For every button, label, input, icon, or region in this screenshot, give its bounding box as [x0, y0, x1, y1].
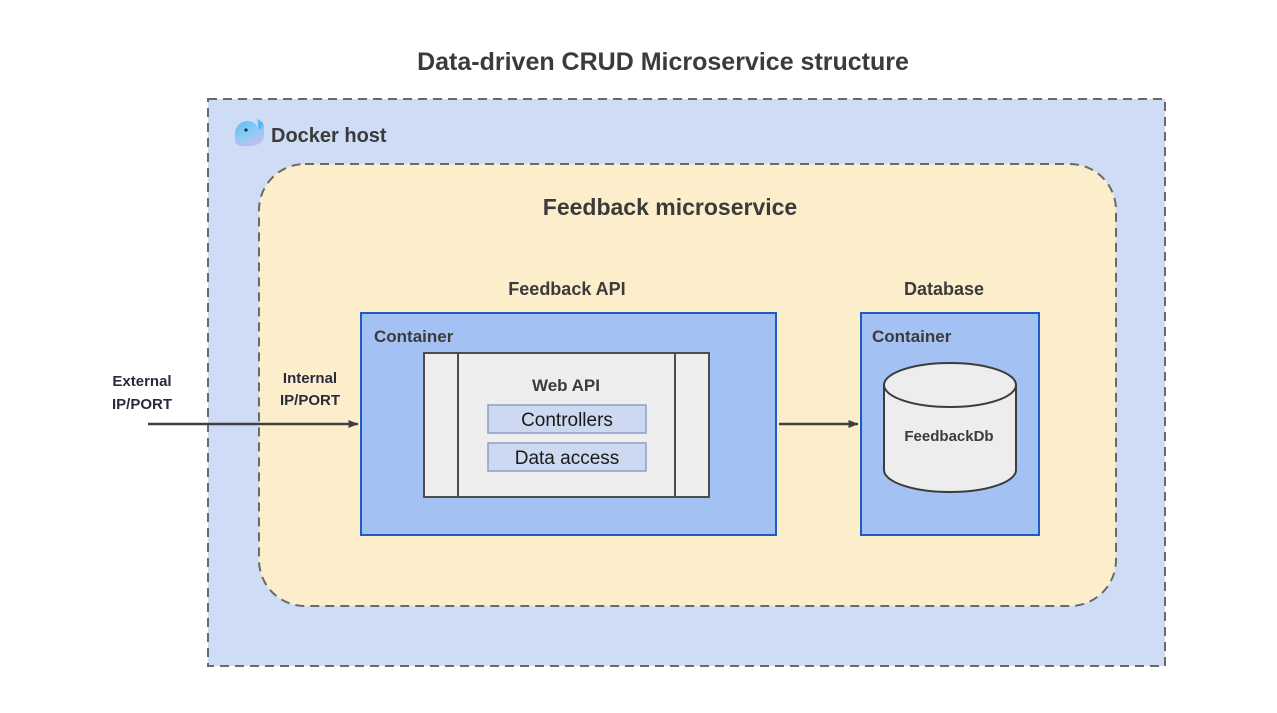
docker-whale-icon — [235, 119, 264, 147]
internal-endpoint-label: Internal IP/PORT — [280, 370, 340, 409]
feedbackdb-cylinder: FeedbackDb — [883, 362, 1017, 493]
page-title: Data-driven CRUD Microservice structure — [417, 48, 909, 76]
internal-endpoint-line1: Internal — [283, 370, 337, 387]
feedback-api-container-label: Container — [374, 327, 454, 346]
controllers-box — [487, 404, 647, 434]
internal-endpoint-line2: IP/PORT — [280, 392, 340, 409]
feedback-api-label: Feedback API — [508, 279, 625, 299]
web-api-label: Web API — [532, 376, 600, 395]
feedback-api-group: Feedback API Container Web API Controlle… — [360, 279, 777, 536]
web-api-panel: Web API Controllers Data access — [423, 352, 710, 498]
database-container-label: Container — [872, 327, 952, 346]
controllers-label: Controllers — [521, 410, 613, 431]
feedbackdb-label: FeedbackDb — [904, 428, 993, 445]
external-endpoint-line1: External — [112, 373, 171, 390]
database-label: Database — [904, 279, 984, 299]
external-endpoint-label: External IP/PORT — [112, 373, 172, 413]
docker-host-label: Docker host — [271, 125, 387, 147]
data-access-box — [487, 442, 647, 472]
controllers-layer: Controllers — [487, 404, 647, 434]
external-endpoint-line2: IP/PORT — [112, 396, 172, 413]
cylinder-body — [883, 384, 1017, 493]
database-group: Database Container FeedbackDb — [860, 279, 1040, 536]
microservice-label: Feedback microservice — [543, 194, 797, 220]
cylinder-top — [883, 362, 1017, 408]
data-access-label: Data access — [515, 448, 620, 469]
data-access-layer: Data access — [487, 442, 647, 472]
